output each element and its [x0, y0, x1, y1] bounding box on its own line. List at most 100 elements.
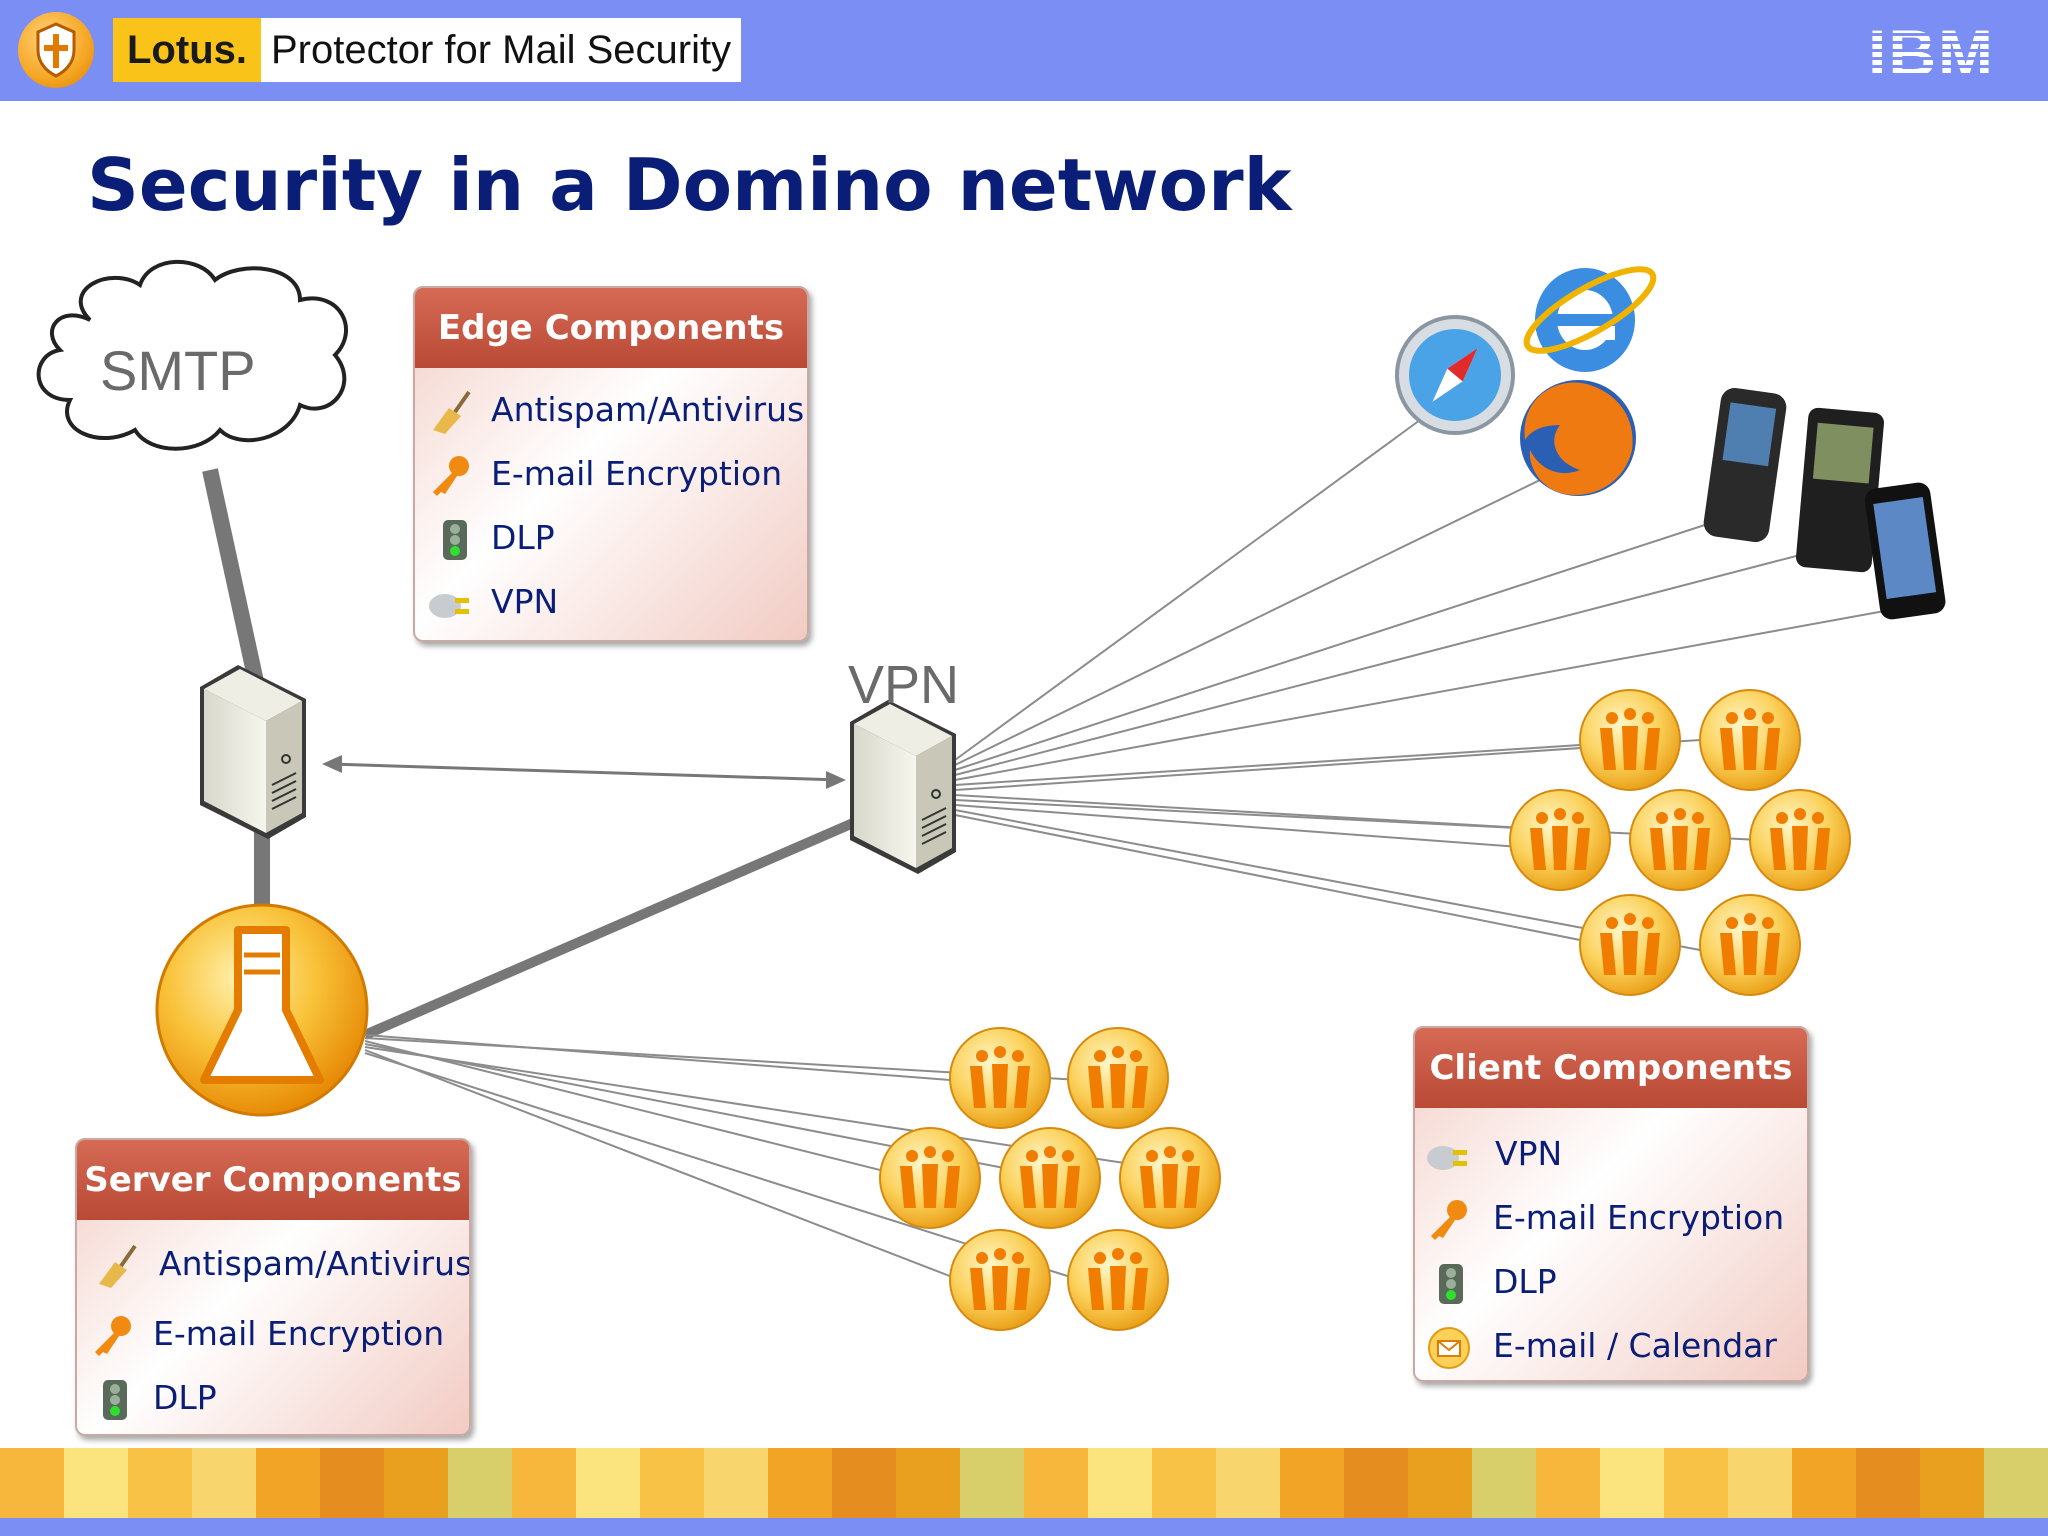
- domino-notes-clients: [879, 1027, 1221, 1331]
- footer-bar: [0, 1518, 2048, 1536]
- vpn-notes-clients: [1509, 689, 1851, 996]
- strip-tile: [64, 1448, 128, 1518]
- notes-client-icon: [1749, 789, 1851, 891]
- client-components-panel: Client Components VPN E-mail Encryption …: [1413, 1026, 1809, 1382]
- strip-tile: [192, 1448, 256, 1518]
- list-item: Antispam/Antivirus: [415, 378, 807, 442]
- arrow-head-left: [322, 755, 342, 773]
- strip-tile: [832, 1448, 896, 1518]
- notes-client-icon: [999, 1127, 1101, 1229]
- notes-client-icon: [949, 1229, 1051, 1331]
- strip-tile: [1664, 1448, 1728, 1518]
- domino-server-icon: [155, 903, 369, 1117]
- list-item: DLP: [415, 506, 807, 570]
- strip-tile: [640, 1448, 704, 1518]
- notes-client-icon: [1579, 894, 1681, 996]
- strip-tile: [576, 1448, 640, 1518]
- list-item: Antispam/Antivirus: [77, 1232, 469, 1296]
- brand-product-name: Protector for Mail Security: [260, 18, 742, 82]
- arrow-head-right: [826, 771, 846, 789]
- notes-client-icon: [1067, 1027, 1169, 1129]
- list-item: E-mail Encryption: [1415, 1186, 1807, 1250]
- list-item: E-mail Encryption: [77, 1302, 469, 1366]
- mail-icon: [1428, 1327, 1470, 1369]
- traffic-light-icon: [103, 1380, 127, 1420]
- key-icon: [95, 1316, 131, 1356]
- list-item: VPN: [415, 570, 807, 634]
- strip-tile: [0, 1448, 64, 1518]
- safari-icon: [1395, 315, 1515, 435]
- strip-tile: [1728, 1448, 1792, 1518]
- strip-tile: [1984, 1448, 2048, 1518]
- key-icon: [433, 456, 469, 496]
- strip-tile: [448, 1448, 512, 1518]
- traffic-light-icon: [443, 520, 467, 560]
- edge-components-panel: Edge Components Antispam/Antivirus E-mai…: [413, 286, 809, 642]
- smtp-to-edge-link: [202, 468, 268, 702]
- list-item: DLP: [1415, 1250, 1807, 1314]
- notes-client-icon: [1579, 689, 1681, 791]
- panel-title: Server Components: [77, 1140, 469, 1220]
- list-item: VPN: [1415, 1122, 1807, 1186]
- edge-server: [199, 664, 307, 840]
- blackberry-phone-icon: [1703, 387, 1787, 543]
- key-icon: [1431, 1200, 1467, 1240]
- notes-client-icon: [1119, 1127, 1221, 1229]
- strip-tile: [1536, 1448, 1600, 1518]
- notes-client-icon: [1509, 789, 1611, 891]
- smartphone-keyboard-icon: [1796, 407, 1884, 573]
- strip-tile: [1216, 1448, 1280, 1518]
- smtp-label: SMTP: [100, 339, 256, 402]
- vpn-server: [849, 699, 957, 875]
- strip-tile: [1408, 1448, 1472, 1518]
- vpn-client-links: [954, 419, 1891, 951]
- broom-icon: [99, 1244, 137, 1288]
- strip-tile: [512, 1448, 576, 1518]
- plug-icon: [1427, 1146, 1467, 1170]
- product-brand: Lotus. Protector for Mail Security: [113, 18, 742, 82]
- strip-tile: [960, 1448, 1024, 1518]
- strip-tile: [1280, 1448, 1344, 1518]
- panel-title: Edge Components: [415, 288, 807, 368]
- firefox-icon: [1520, 380, 1636, 496]
- strip-tile: [1920, 1448, 1984, 1518]
- strip-tile: [1344, 1448, 1408, 1518]
- strip-tile: [1856, 1448, 1920, 1518]
- ibm-logo: IBM: [1868, 16, 1995, 90]
- strip-tile: [256, 1448, 320, 1518]
- vpn-label: VPN: [848, 655, 960, 715]
- strip-tile: [128, 1448, 192, 1518]
- strip-tile: [1792, 1448, 1856, 1518]
- strip-tile: [1600, 1448, 1664, 1518]
- domino-to-vpn-link: [363, 815, 862, 1040]
- strip-tile: [1472, 1448, 1536, 1518]
- notes-client-icon: [1067, 1229, 1169, 1331]
- notes-client-icon: [949, 1027, 1051, 1129]
- internet-explorer-icon: [1523, 266, 1657, 372]
- strip-tile: [1024, 1448, 1088, 1518]
- shield-icon: [36, 22, 76, 78]
- strip-tile: [384, 1448, 448, 1518]
- strip-tile: [1088, 1448, 1152, 1518]
- list-item: E-mail Encryption: [415, 442, 807, 506]
- broom-icon: [433, 390, 471, 434]
- edge-vpn-arrow: [329, 762, 841, 782]
- strip-tile: [768, 1448, 832, 1518]
- strip-tile: [1152, 1448, 1216, 1518]
- notes-client-icon: [1699, 689, 1801, 791]
- notes-client-icon: [1629, 789, 1731, 891]
- strip-tile: [320, 1448, 384, 1518]
- notes-client-icon: [1699, 894, 1801, 996]
- strip-tile: [896, 1448, 960, 1518]
- server-components-panel: Server Components Antispam/Antivirus E-m…: [75, 1138, 471, 1436]
- notes-client-icon: [879, 1127, 981, 1229]
- panel-title: Client Components: [1415, 1028, 1807, 1108]
- plug-icon: [429, 594, 469, 618]
- list-item: DLP: [77, 1366, 469, 1430]
- smtp-cloud: [36, 259, 348, 451]
- decorative-footer-strip: [0, 1448, 2048, 1518]
- brand-lotus: Lotus.: [113, 18, 261, 82]
- iphone-icon: [1864, 482, 1946, 620]
- page-title: Security in a Domino network: [87, 143, 1292, 227]
